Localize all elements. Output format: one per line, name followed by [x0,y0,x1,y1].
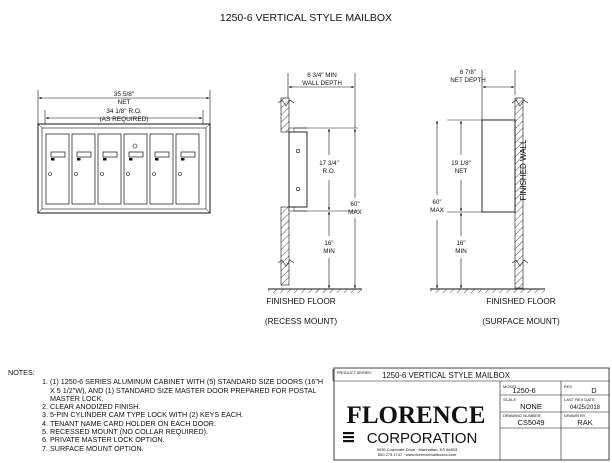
model-label: MODEL [503,384,518,389]
cabinet-knob [295,187,300,192]
surface-floor-label: FINISHED FLOOR [486,296,556,306]
recess-mount-view: 6 3/4" MIN WALL DEPTH 17 3/4" R.O. 60" M… [265,72,363,326]
surface-top-height-label: MAX [430,207,444,214]
door-4 [149,133,174,205]
surface-floor-height-label: MIN [455,248,467,255]
recessed-cabinet [288,131,308,208]
recess-height-dimension: 17 3/4" [319,160,339,167]
recess-floor-label: FINISHED FLOOR [266,296,336,306]
door-knob [74,172,78,176]
door-2 [71,133,96,205]
recess-floor-height-label: MIN [323,248,335,255]
surface-top-height-dimension: 60" [432,199,441,206]
recess-floor-height-dimension: 16" [324,240,333,247]
note-item: 5-PIN CYLINDER CAM TYPE LOCK WITH (2) KE… [50,411,324,420]
door-lock [129,158,133,161]
surface-depth-label: NET DEPTH [450,77,486,84]
cabinet-lock [295,149,300,154]
surface-cabinet [481,119,516,213]
name-card-holder [180,151,196,158]
product-series: 1250-6 VERTICAL STYLE MAILBOX [382,371,511,380]
door-lock [77,158,81,161]
door-knob [100,172,104,176]
notes-section: NOTES: (1) 1250-6 SERIES ALUMINUM CABINE… [6,368,324,453]
model-value: 1250-6 [512,386,535,395]
drawn-by-value: RAK [577,418,592,427]
title-block: PRODUCT SERIES: 1250-6 VERTICAL STYLE MA… [332,367,610,461]
door-knob [178,172,182,176]
ro-width-label: (AS REQUIRED) [99,116,148,123]
scale-label: SCALE [503,397,516,402]
logo-bars-icon [343,432,354,443]
name-card-holder [128,151,144,158]
recess-top-height-label: MAX [348,209,362,216]
page-title: 1250-6 VERTICAL STYLE MAILBOX [220,12,392,24]
rev-label: REV [564,384,573,389]
drawing-number-value: CS5049 [517,418,544,427]
name-card-holder [154,151,170,158]
overall-width-label: NET [118,99,131,106]
surface-floor-height-dimension: 16" [456,240,465,247]
door-knob [152,172,156,176]
door-knob [126,172,130,176]
note-item: CLEAR ANODIZED FINISH. [50,402,324,411]
last-rev-value: 04/25/2018 [570,405,601,411]
recess-top-height-dimension: 60" [350,201,359,208]
door-lock [103,158,107,161]
name-card-holder [76,151,92,158]
master-lock-icon [132,143,138,149]
wall-stud-lower [280,206,290,286]
last-rev-label: LAST REV DATE [564,397,595,402]
company-name-line2: CORPORATION [367,430,478,447]
surface-height-dimension: 19 1/8" [451,160,471,167]
drawn-by-label: DRAWN BY [564,413,586,418]
recess-height-label: R.O. [323,168,336,175]
company-name-line1: FLORENCE [347,402,486,429]
master-door [123,133,148,205]
note-item: TENANT NAME CARD HOLDER ON EACH DOOR. [50,419,324,428]
door-1 [45,133,70,205]
note-item: (1) 1250-6 SERIES ALUMINUM CABINET WITH … [50,378,324,403]
surface-mount-view: 6 7/8" NET DEPTH FINISHED WALL 19 1/8" N… [430,69,560,326]
note-item: RECESSED MOUNT (NO COLLAR REQUIRED). [50,427,324,436]
overall-width-dimension: 35 5/8" [114,91,135,98]
front-view: 35 5/8" NET 34 1/8" R.O. (AS REQUIRED) [37,90,211,214]
door-5 [175,133,200,205]
door-knob [48,172,52,176]
door-lock [181,158,185,161]
door-lock [51,158,55,161]
company-contact: 800.275.1747 · www.florencemailboxes.com [378,452,457,457]
floor-hatch [268,289,362,293]
scale-value: NONE [520,402,542,411]
wall-stud-upper [280,97,290,133]
recess-mount-label: (RECESS MOUNT) [265,316,338,326]
product-series-label: PRODUCT SERIES: [337,371,372,375]
rev-value: D [591,386,597,395]
surface-mount-label: (SURFACE MOUNT) [482,316,560,326]
drawing-number-label: DRAWING NUMBER [503,413,541,418]
company-address: 5935 Corporate Drive · Manhattan, KS 665… [377,447,458,452]
finished-wall-label: FINISHED WALL [519,139,528,201]
ro-width-dimension: 34 1/8" R.O. [106,108,142,115]
door-3 [97,133,122,205]
name-card-holder [102,151,118,158]
notes-title: NOTES: [8,368,35,377]
surface-depth-dimension: 6 7/8" [460,69,476,76]
surface-height-label: NET [455,168,468,175]
door-lock [155,158,159,161]
wall-depth-dimension: 6 3/4" MIN [307,72,337,79]
name-card-holder [50,151,66,158]
note-item: PRIVATE MASTER LOCK OPTION. [50,436,324,445]
wall-depth-label: WALL DEPTH [302,80,342,87]
floor-hatch [430,289,545,293]
note-item: SURFACE MOUNT OPTION. [50,444,324,453]
notes-list: (1) 1250-6 SERIES ALUMINUM CABINET WITH … [6,378,324,453]
